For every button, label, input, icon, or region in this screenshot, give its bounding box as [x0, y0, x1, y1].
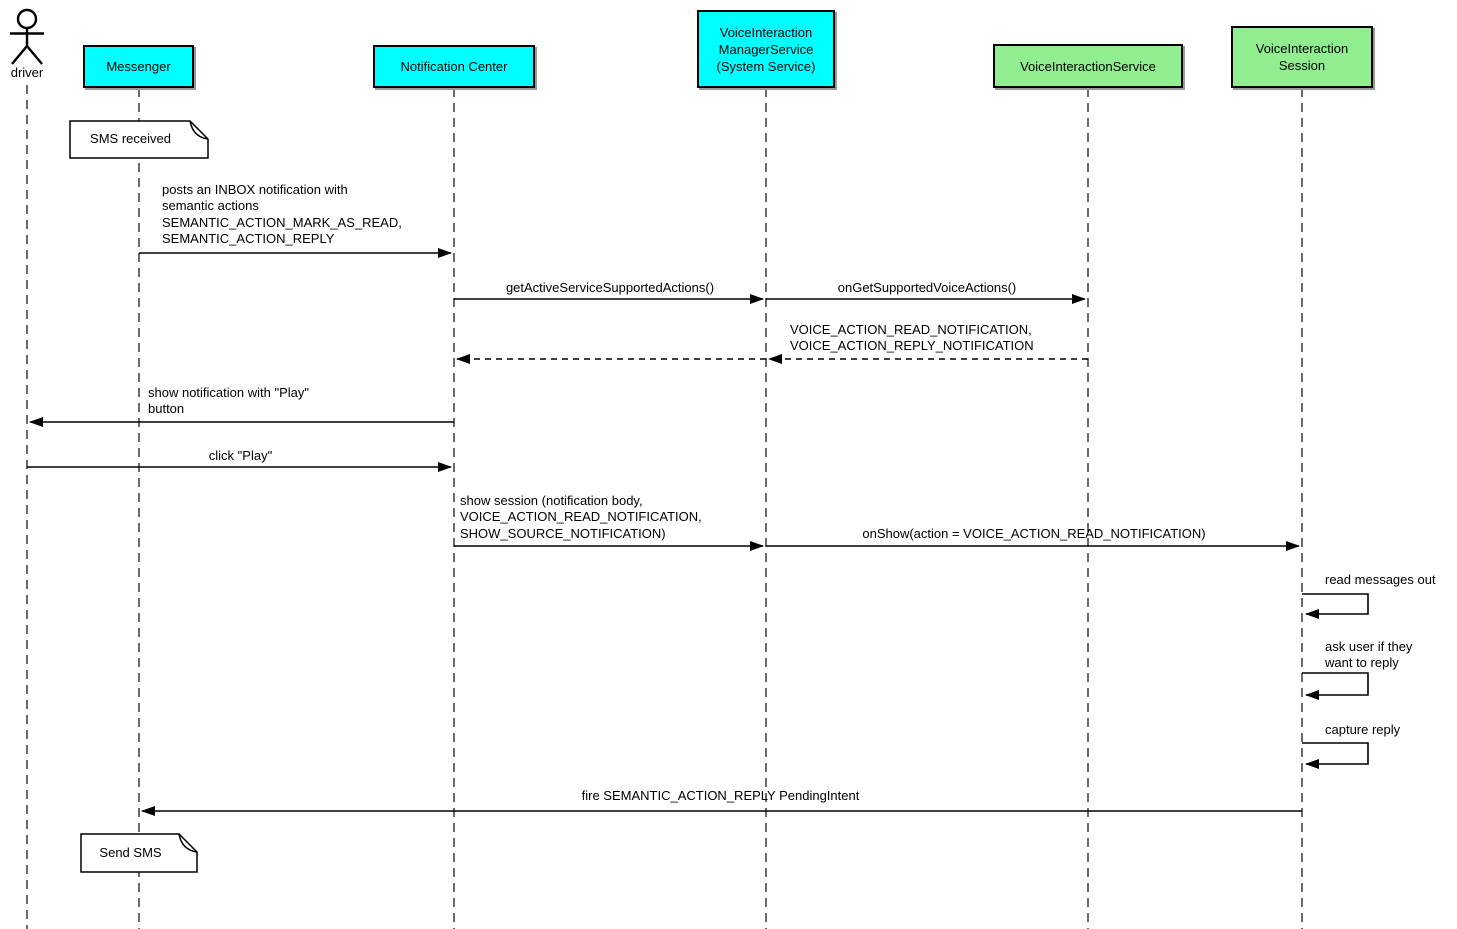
message-label-return-voice-actions: VOICE_ACTION_READ_NOTIFICATION, VOICE_AC…	[790, 322, 1034, 354]
message-label-get-active-service-supported-actions: getActiveServiceSupportedActions()	[505, 280, 715, 295]
message-label-show-session: show session (notification body, VOICE_A…	[460, 493, 702, 541]
participant-voice-interaction-manager-service: VoiceInteraction ManagerService (System …	[697, 10, 835, 88]
message-label-show-notification: show notification with "Play" button	[148, 385, 309, 417]
arrow-self-ask-user	[1302, 672, 1369, 700]
note-fold-icon	[189, 120, 209, 140]
message-label-fire-pending-intent: fire SEMANTIC_ACTION_REPLY PendingIntent	[581, 788, 860, 803]
note-fold-icon	[178, 833, 198, 853]
note-shape-sms-received	[69, 120, 209, 159]
note-sms-received: SMS received	[90, 131, 171, 146]
note-shapes	[69, 120, 209, 873]
message-arrows	[27, 248, 1369, 816]
message-label-on-get-supported-voice-actions: onGetSupportedVoiceActions()	[837, 280, 1017, 295]
participant-notification-center: Notification Center	[373, 45, 535, 88]
note-send-sms: Send SMS	[99, 845, 162, 860]
actor-label: driver	[10, 65, 44, 80]
arrow-self-read-messages	[1302, 593, 1369, 619]
participant-voice-interaction-service: VoiceInteractionService	[993, 44, 1183, 88]
participant-messenger: Messenger	[83, 45, 194, 88]
participant-voice-interaction-session: VoiceInteraction Session	[1231, 26, 1373, 88]
lifelines	[26, 85, 1303, 929]
actor-icon	[10, 8, 44, 65]
message-label-read-messages-out: read messages out	[1325, 572, 1436, 587]
message-label-click-play: click "Play"	[208, 448, 273, 463]
message-label-posts-inbox-notification: posts an INBOX notification with semanti…	[162, 182, 402, 247]
arrow-self-capture-reply	[1302, 742, 1369, 769]
note-shape-send-sms	[80, 833, 198, 873]
message-label-ask-user-to-reply: ask user if they want to reply	[1325, 639, 1413, 671]
message-label-on-show: onShow(action = VOICE_ACTION_READ_NOTIFI…	[862, 526, 1206, 541]
message-label-capture-reply: capture reply	[1325, 722, 1401, 737]
